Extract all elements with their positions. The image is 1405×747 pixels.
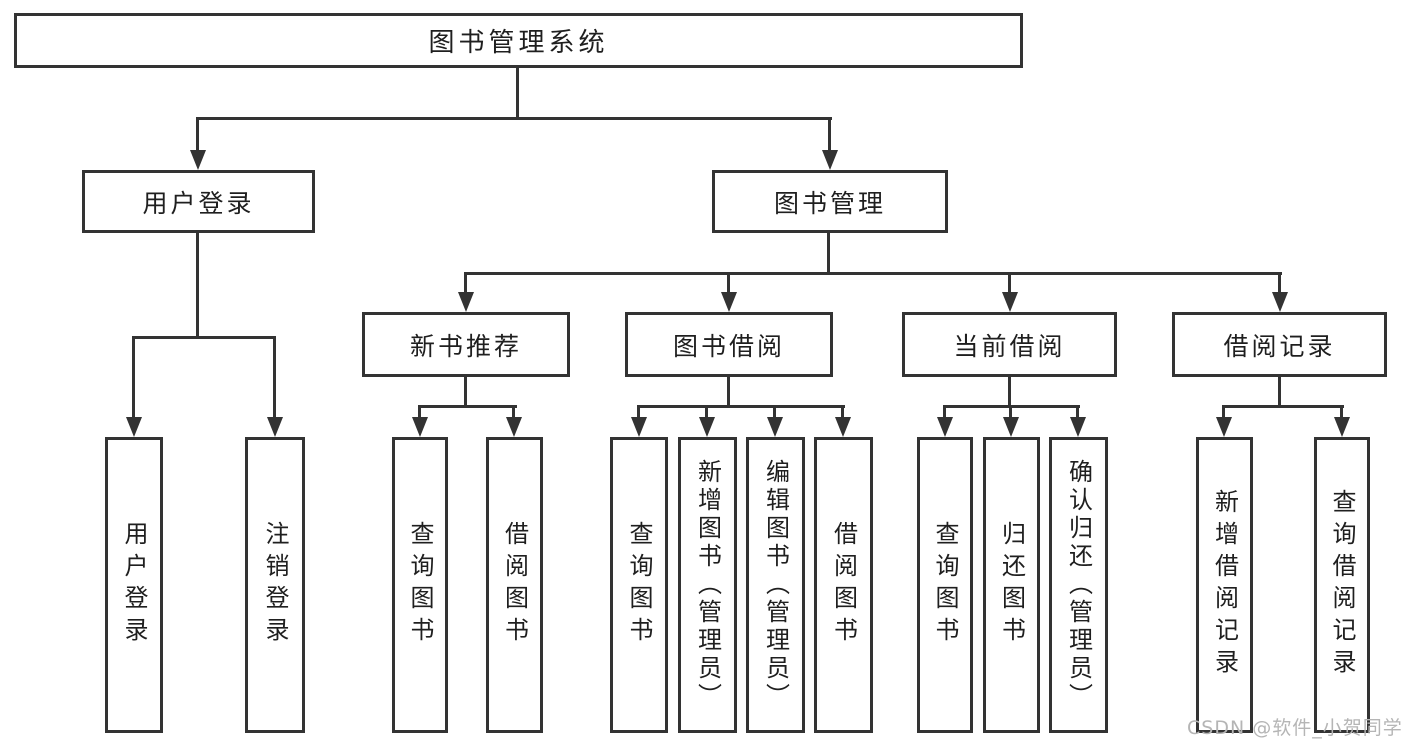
connector-line (464, 272, 1282, 275)
connector-line (196, 117, 199, 154)
arrow-down-icon (267, 417, 283, 437)
leaf-records-query-borrow-record: 查询借阅记录 (1314, 437, 1370, 733)
node-current-borrowing: 当前借阅 (902, 312, 1117, 377)
leaf-label: 编辑图书（管理员） (761, 459, 790, 711)
arrow-down-icon (1272, 292, 1288, 312)
arrow-down-icon (937, 417, 953, 437)
leaf-user-login: 用户登录 (105, 437, 163, 733)
connector-line (1009, 405, 1012, 421)
node-new-book-recommendation: 新书推荐 (362, 312, 570, 377)
connector-line (1340, 405, 1343, 421)
arrow-down-icon (190, 150, 206, 170)
leaf-label: 查询借阅记录 (1328, 489, 1356, 681)
leaf-label: 借阅图书 (500, 521, 529, 649)
arrow-down-icon (822, 150, 838, 170)
leaf-label: 新增借阅记录 (1210, 489, 1239, 681)
connector-line (418, 405, 517, 408)
connector-line (1278, 377, 1281, 408)
arrow-down-icon (631, 417, 647, 437)
connector-line (516, 68, 519, 120)
connector-line (841, 405, 844, 421)
connector-line (1278, 272, 1281, 296)
connector-line (727, 377, 730, 408)
node-label: 当前借阅 (953, 331, 1066, 361)
arrow-down-icon (767, 417, 783, 437)
connector-line (1008, 377, 1011, 408)
leaf-label: 借阅图书 (829, 521, 858, 649)
leaf-recommend-borrow-books: 借阅图书 (486, 437, 543, 733)
arrow-down-icon (721, 292, 737, 312)
connector-line (1222, 405, 1344, 408)
connector-line (196, 117, 832, 120)
connector-line (1222, 405, 1225, 421)
connector-line (418, 405, 421, 421)
connector-line (273, 336, 276, 421)
node-label: 图书管理 (773, 188, 886, 218)
arrow-down-icon (1216, 417, 1232, 437)
connector-line (773, 405, 776, 421)
node-book-borrowing: 图书借阅 (625, 312, 833, 377)
arrow-down-icon (412, 417, 428, 437)
leaf-recommend-query-books: 查询图书 (392, 437, 448, 733)
arrow-down-icon (458, 292, 474, 312)
connector-line (464, 377, 467, 408)
connector-line (727, 272, 730, 296)
node-library-management-system: 图书管理系统 (14, 13, 1023, 68)
connector-line (637, 405, 640, 421)
leaf-borrowing-query-books: 查询图书 (610, 437, 668, 733)
leaf-label: 查询图书 (931, 521, 959, 649)
connector-line (1008, 272, 1011, 296)
arrow-down-icon (126, 417, 142, 437)
leaf-borrowing-add-books-admin: 新增图书（管理员） (678, 437, 737, 733)
connector-line (512, 405, 515, 421)
watermark: CSDN @软件_小贺同学 (1187, 717, 1403, 739)
leaf-current-confirm-return-admin: 确认归还（管理员） (1049, 437, 1108, 733)
leaf-label: 查询图书 (406, 521, 434, 649)
node-label: 借阅记录 (1223, 331, 1336, 361)
node-label: 图书管理系统 (428, 28, 609, 58)
arrow-down-icon (699, 417, 715, 437)
leaf-label: 用户登录 (120, 521, 148, 649)
node-user-login: 用户登录 (82, 170, 315, 233)
arrow-down-icon (1003, 417, 1019, 437)
connector-line (705, 405, 708, 421)
leaf-label: 注销登录 (261, 521, 289, 649)
leaf-records-add-borrow-record: 新增借阅记录 (1196, 437, 1253, 733)
connector-line (637, 405, 845, 408)
node-label: 用户登录 (142, 188, 255, 218)
leaf-current-query-books: 查询图书 (917, 437, 973, 733)
connector-line (132, 336, 276, 339)
leaf-borrowing-borrow-books: 借阅图书 (814, 437, 873, 733)
leaf-current-return-books: 归还图书 (983, 437, 1040, 733)
leaf-label: 新增图书（管理员） (693, 459, 722, 711)
arrow-down-icon (506, 417, 522, 437)
connector-line (827, 233, 830, 275)
node-label: 新书推荐 (409, 331, 522, 361)
leaf-borrowing-edit-books-admin: 编辑图书（管理员） (746, 437, 805, 733)
arrow-down-icon (1002, 292, 1018, 312)
leaf-label: 查询图书 (625, 521, 653, 649)
leaf-label: 确认归还（管理员） (1064, 459, 1093, 711)
connector-line (1076, 405, 1079, 421)
leaf-logout: 注销登录 (245, 437, 305, 733)
node-borrowing-records: 借阅记录 (1172, 312, 1387, 377)
connector-line (196, 233, 199, 339)
node-book-management: 图书管理 (712, 170, 948, 233)
connector-line (132, 336, 135, 421)
arrow-down-icon (1334, 417, 1350, 437)
connector-line (943, 405, 946, 421)
connector-line (464, 272, 467, 296)
connector-line (828, 117, 831, 154)
arrow-down-icon (1070, 417, 1086, 437)
arrow-down-icon (835, 417, 851, 437)
node-label: 图书借阅 (672, 331, 785, 361)
leaf-label: 归还图书 (997, 521, 1026, 649)
